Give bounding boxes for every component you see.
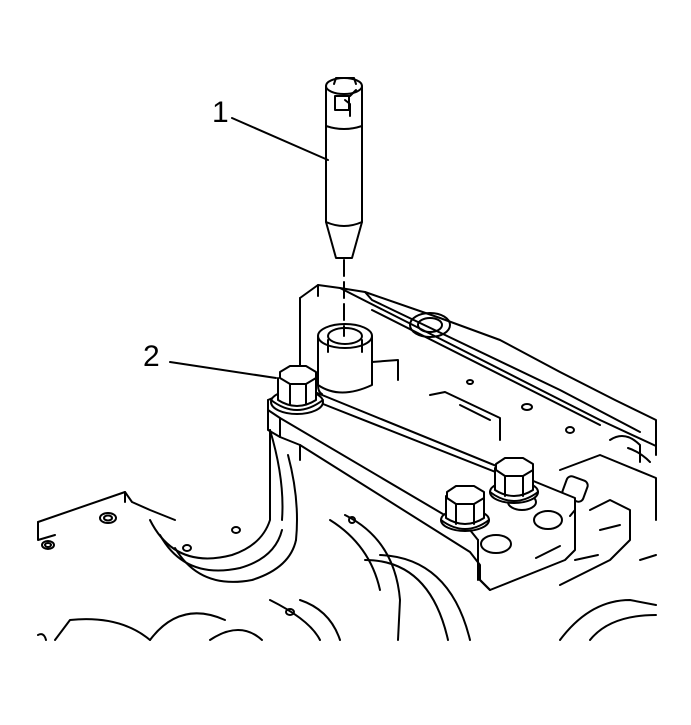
leader-line-1 bbox=[232, 118, 328, 160]
callout-label-1: 1 bbox=[212, 96, 229, 129]
pin-tool bbox=[326, 78, 362, 258]
leader-line-2 bbox=[170, 362, 276, 378]
bolt-left bbox=[271, 366, 323, 414]
bolt-right-rear bbox=[490, 458, 538, 503]
bolt-right-front bbox=[441, 486, 489, 531]
callout-label-2: 2 bbox=[143, 340, 160, 373]
engine-block bbox=[38, 285, 656, 640]
